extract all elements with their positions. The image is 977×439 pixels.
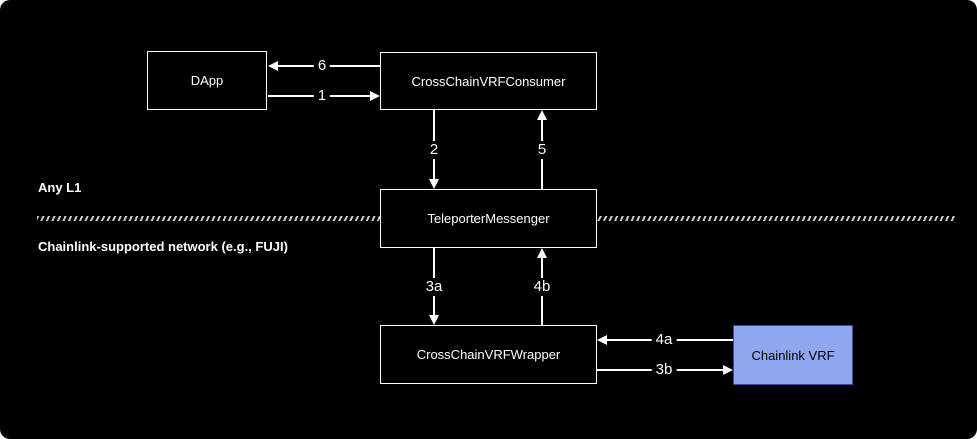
edge-3a-label: 3a: [421, 278, 447, 296]
edge-2-label: 2: [425, 141, 443, 159]
node-chainlink-vrf: Chainlink VRF: [733, 325, 853, 385]
node-crosschainvrfconsumer-label: CrossChainVRFConsumer: [411, 73, 566, 89]
node-dapp: DApp: [147, 51, 267, 110]
edge-3b-label: 3b: [651, 361, 677, 379]
edge-4b-label: 4b: [529, 278, 555, 296]
node-crosschainvrfwrapper-label: CrossChainVRFWrapper: [416, 347, 561, 362]
arrowhead-down-icon: [429, 315, 439, 325]
arrowhead-left-icon: [597, 335, 607, 345]
region-label-any-l1: Any L1: [38, 180, 82, 195]
arrowhead-down-icon: [429, 179, 439, 189]
node-crosschainvrfwrapper: CrossChainVRFWrapper: [380, 325, 597, 384]
node-dapp-label: DApp: [190, 73, 224, 88]
arrowhead-up-icon: [537, 110, 547, 120]
arrowhead-right-icon: [370, 91, 380, 101]
node-teleportermessenger: TeleporterMessenger: [380, 189, 597, 248]
edge-4a-label: 4a: [651, 331, 677, 349]
edge-1-label: 1: [313, 87, 331, 105]
node-teleportermessenger-label: TeleporterMessenger: [427, 211, 550, 226]
arrowhead-up-icon: [537, 248, 547, 258]
edge-5-label: 5: [533, 141, 551, 159]
edge-6-label: 6: [313, 57, 331, 75]
node-crosschainvrfconsumer: CrossChainVRFConsumer: [380, 52, 597, 110]
region-label-chainlink-network: Chainlink-supported network (e.g., FUJI): [38, 239, 288, 254]
arrowhead-left-icon: [268, 61, 278, 71]
arrowhead-right-icon: [723, 365, 733, 375]
node-chainlink-vrf-label: Chainlink VRF: [751, 347, 835, 363]
